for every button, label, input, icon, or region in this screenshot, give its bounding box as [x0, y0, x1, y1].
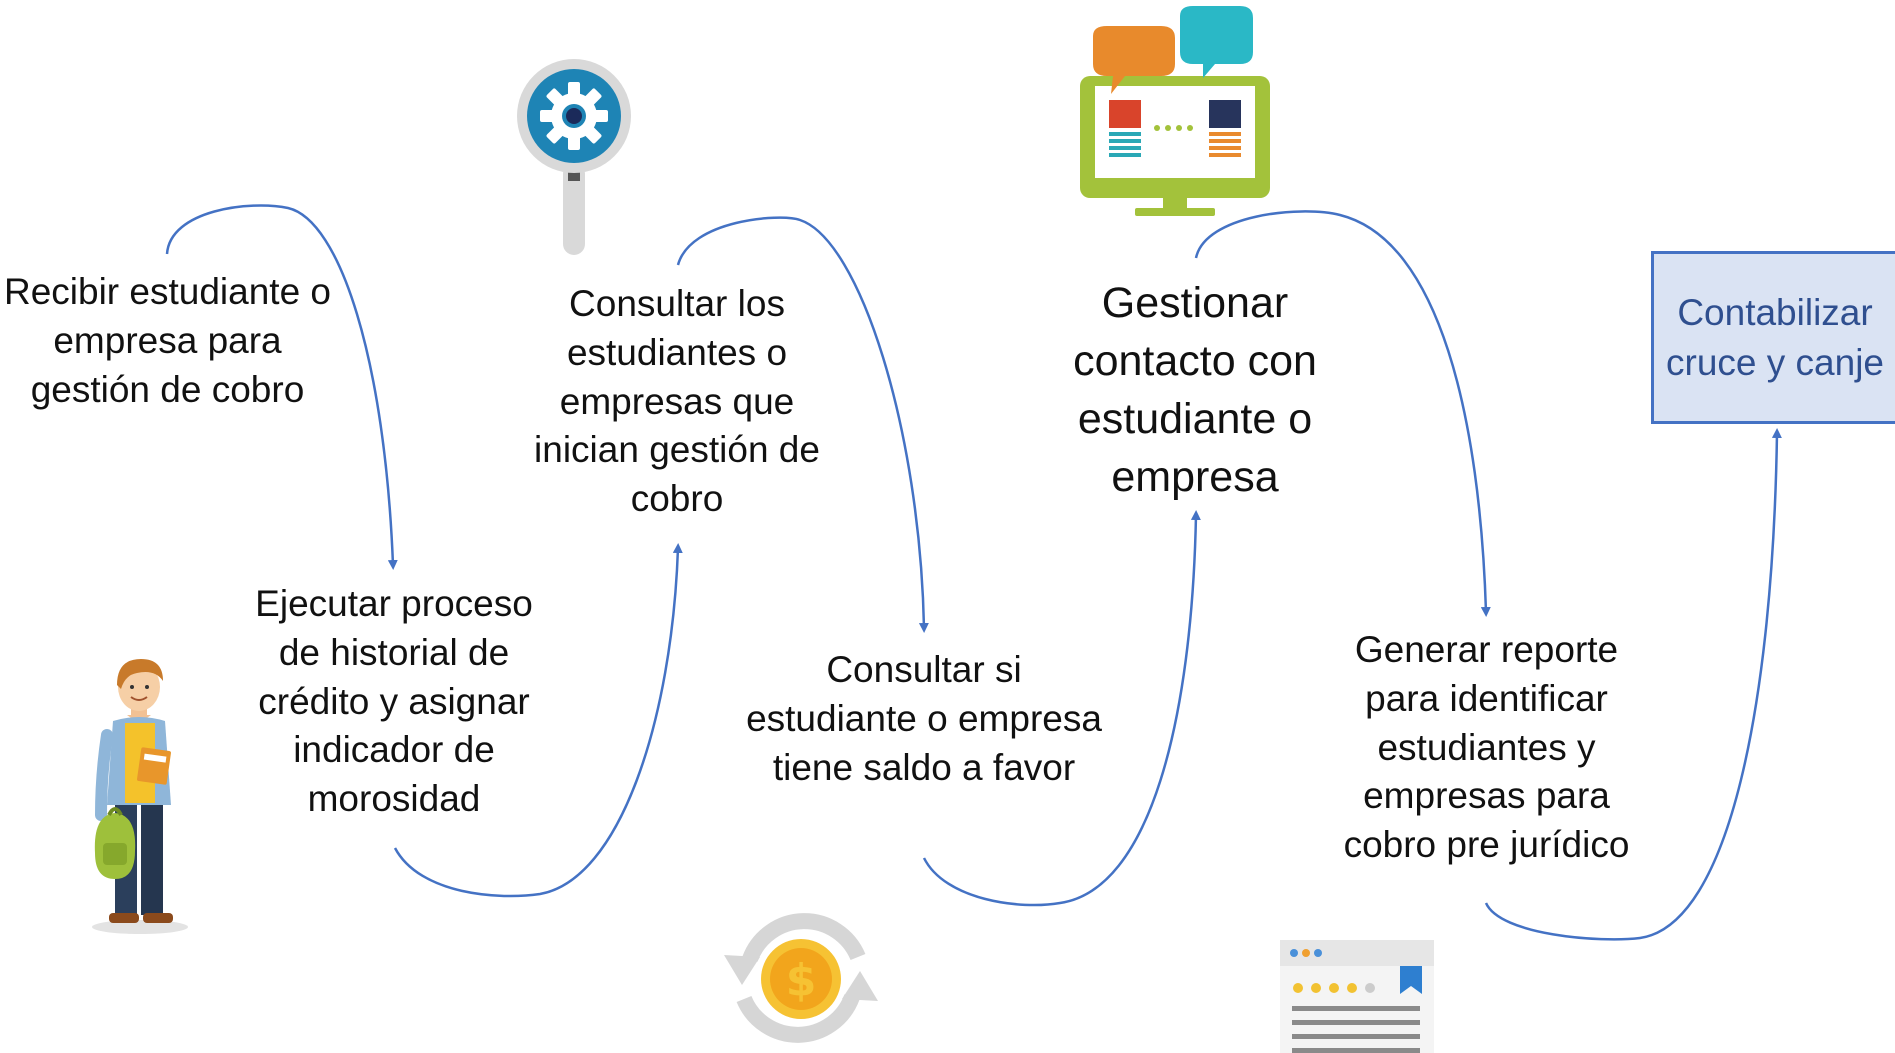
arrow-step2-to-step3	[393, 543, 683, 898]
step-final-label: Contabilizar cruce y canje	[1666, 292, 1884, 383]
monitor-chat-icon	[1080, 6, 1270, 216]
arrow-step1-to-step2	[165, 204, 398, 570]
step-generate-report: Generar reporte para identificar estudia…	[1343, 629, 1630, 866]
arrow-step4-to-step5	[922, 510, 1201, 907]
step-final-box: Contabilizar cruce y canje	[1651, 251, 1895, 424]
svg-text:$: $	[786, 955, 817, 1006]
arrow-step5-to-step6	[1194, 210, 1491, 617]
gear-magnifier-icon	[517, 59, 631, 255]
arrow-step6-to-final	[1484, 428, 1782, 941]
student-icon	[92, 659, 188, 934]
step-credit-history: Ejecutar proceso de historial de crédito…	[255, 583, 533, 820]
arrow-step3-to-step4	[676, 216, 929, 633]
step-manage-contact: Gestionar contacto con estudiante o empr…	[1073, 279, 1317, 502]
step-query-students: Consultar los estudiantes o empresas que…	[534, 283, 820, 520]
step-receive-student: Recibir estudiante o empresa para gestió…	[3, 271, 332, 410]
review-document-icon	[1280, 940, 1434, 1053]
coin-exchange-icon: $	[724, 913, 878, 1043]
step-check-balance: Consultar si estudiante o empresa tiene …	[746, 649, 1102, 788]
